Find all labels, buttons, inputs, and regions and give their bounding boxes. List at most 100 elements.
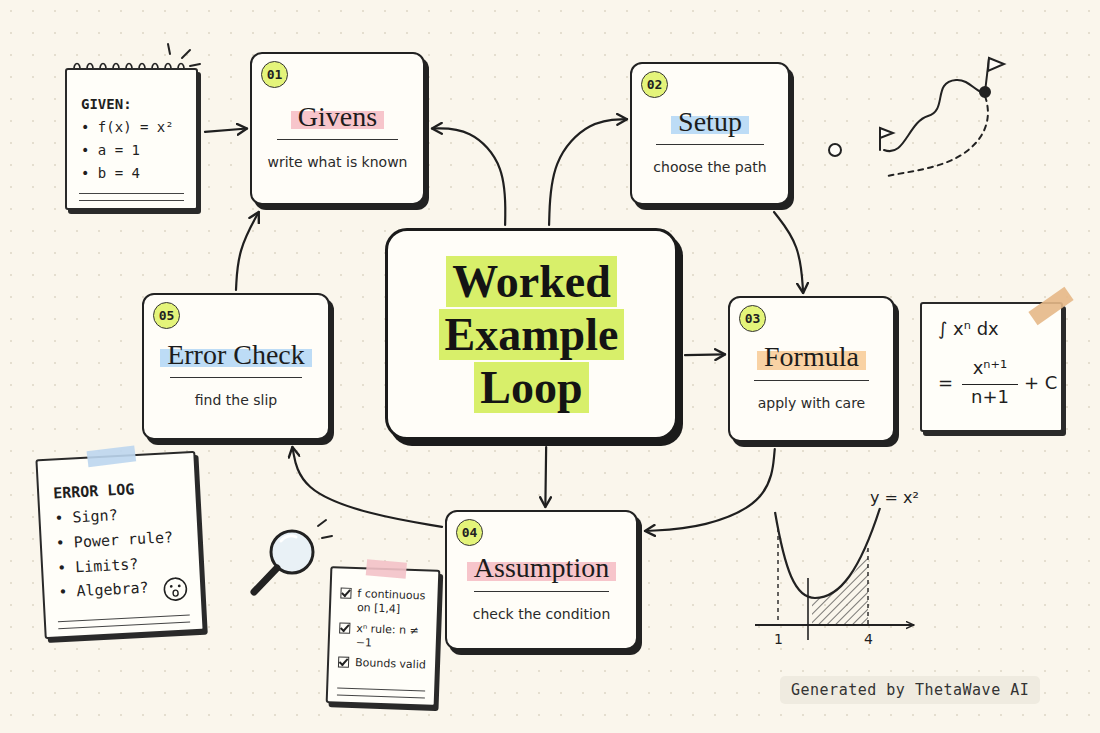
flow-arrow [774, 212, 803, 293]
spiral-loop [100, 64, 107, 75]
sparkle [650, 418, 660, 426]
note-rule [337, 688, 425, 692]
step-caption: find the slip [195, 392, 277, 408]
sparkle [402, 250, 412, 258]
sparkle [318, 520, 326, 526]
spiral-loop [152, 64, 159, 75]
step-heading: Formula [757, 341, 866, 373]
check-item: f continuous on [1,4] [340, 586, 430, 618]
hub-box: Worked Example Loop [385, 228, 678, 440]
step-box: 05Error Checkfind the slip [142, 293, 330, 440]
sparkle [182, 50, 190, 58]
log-item: • Algebra? [58, 574, 189, 606]
note-rule [337, 695, 425, 699]
y-axis [807, 578, 809, 640]
tape [1028, 287, 1073, 325]
face-outline [164, 578, 187, 601]
flow-arrow [549, 119, 627, 225]
route-line [884, 80, 985, 151]
step-number: 04 [456, 519, 483, 546]
note-binding [74, 64, 185, 75]
spiral-loop [113, 64, 120, 75]
flow-arrow [205, 129, 247, 132]
tape [366, 559, 407, 578]
note-rule [58, 621, 190, 629]
log-item: • Limits? [56, 549, 187, 581]
step-number: 02 [641, 71, 668, 98]
note-rule [58, 614, 190, 622]
heading-rule [474, 591, 609, 592]
spiral-loop [178, 64, 185, 75]
sparkle [190, 64, 200, 66]
sparkle [654, 258, 666, 262]
flow-arrow [292, 447, 442, 527]
step-box: 01Givens write what is known [250, 52, 425, 205]
log-item: • Power rule? [55, 524, 186, 556]
step-caption: apply with care [758, 395, 865, 411]
start-circle [829, 144, 841, 156]
parabola [775, 508, 880, 598]
heading-rule [277, 139, 398, 140]
spiral-loop [87, 64, 94, 75]
watermark: Generated by ThetaWave AI [780, 676, 1040, 704]
sparkle [648, 236, 658, 244]
note-heading: GIVEN: [81, 96, 184, 112]
check-item: xⁿ rule: n ≠ −1 [339, 621, 429, 653]
formula-text: ∫ xⁿ dx [938, 318, 999, 339]
face-eye [178, 584, 181, 587]
flow-arrow [236, 212, 259, 290]
axis-tick-label: 4 [864, 631, 873, 647]
worried-face [162, 575, 189, 602]
magnifier [254, 520, 332, 592]
face-mouth [173, 590, 178, 596]
step-number: 05 [153, 302, 180, 329]
sparkles [168, 44, 666, 428]
formula-text: = [938, 372, 953, 393]
spiral-loop [139, 64, 146, 75]
handle [254, 568, 277, 592]
note-line: • b = 4 [81, 162, 184, 185]
heading-rule [754, 380, 868, 381]
step-number: 01 [261, 61, 288, 88]
step-box: 02Setup choose the path [630, 62, 790, 205]
sparkle [410, 420, 420, 428]
step-heading: Givens [291, 101, 384, 133]
heading-rule [170, 377, 301, 378]
x-axis [755, 624, 914, 626]
path-illustration [829, 58, 1004, 176]
check-item: Bounds valid [338, 656, 427, 673]
log-heading: ERROR LOG [53, 478, 184, 503]
checklist-note: f continuous on [1,4]xⁿ rule: n ≠ −1 Boun… [326, 566, 441, 707]
step-caption: write what is known [268, 154, 408, 170]
formula-text: xⁿ⁺¹ [960, 357, 1020, 378]
flow-arrow [685, 353, 725, 356]
note-rule [79, 200, 184, 201]
note-line: • f(x) = x² [81, 116, 184, 139]
flag [880, 128, 893, 138]
route-dashed [888, 96, 988, 176]
parabola-graph [755, 508, 914, 640]
title-wrap: Worked Example Loop [419, 255, 645, 414]
curve-label: y = x² [870, 488, 919, 507]
tape [87, 445, 137, 467]
spiral-loop [74, 64, 81, 75]
flow-arrow [432, 128, 505, 225]
face-eye [170, 585, 173, 588]
sparkle [398, 266, 410, 268]
log-item: • Sign? [54, 500, 185, 532]
flow-arrow [544, 447, 547, 507]
spiral-loop [126, 64, 133, 75]
sparkle [322, 536, 332, 538]
glint [281, 536, 296, 541]
step-caption: choose the path [653, 159, 766, 175]
step-number: 03 [739, 305, 766, 332]
step-heading: Setup [671, 106, 749, 138]
flag [988, 58, 1004, 71]
heading-rule [656, 144, 765, 145]
step-caption: check the condition [473, 606, 611, 622]
